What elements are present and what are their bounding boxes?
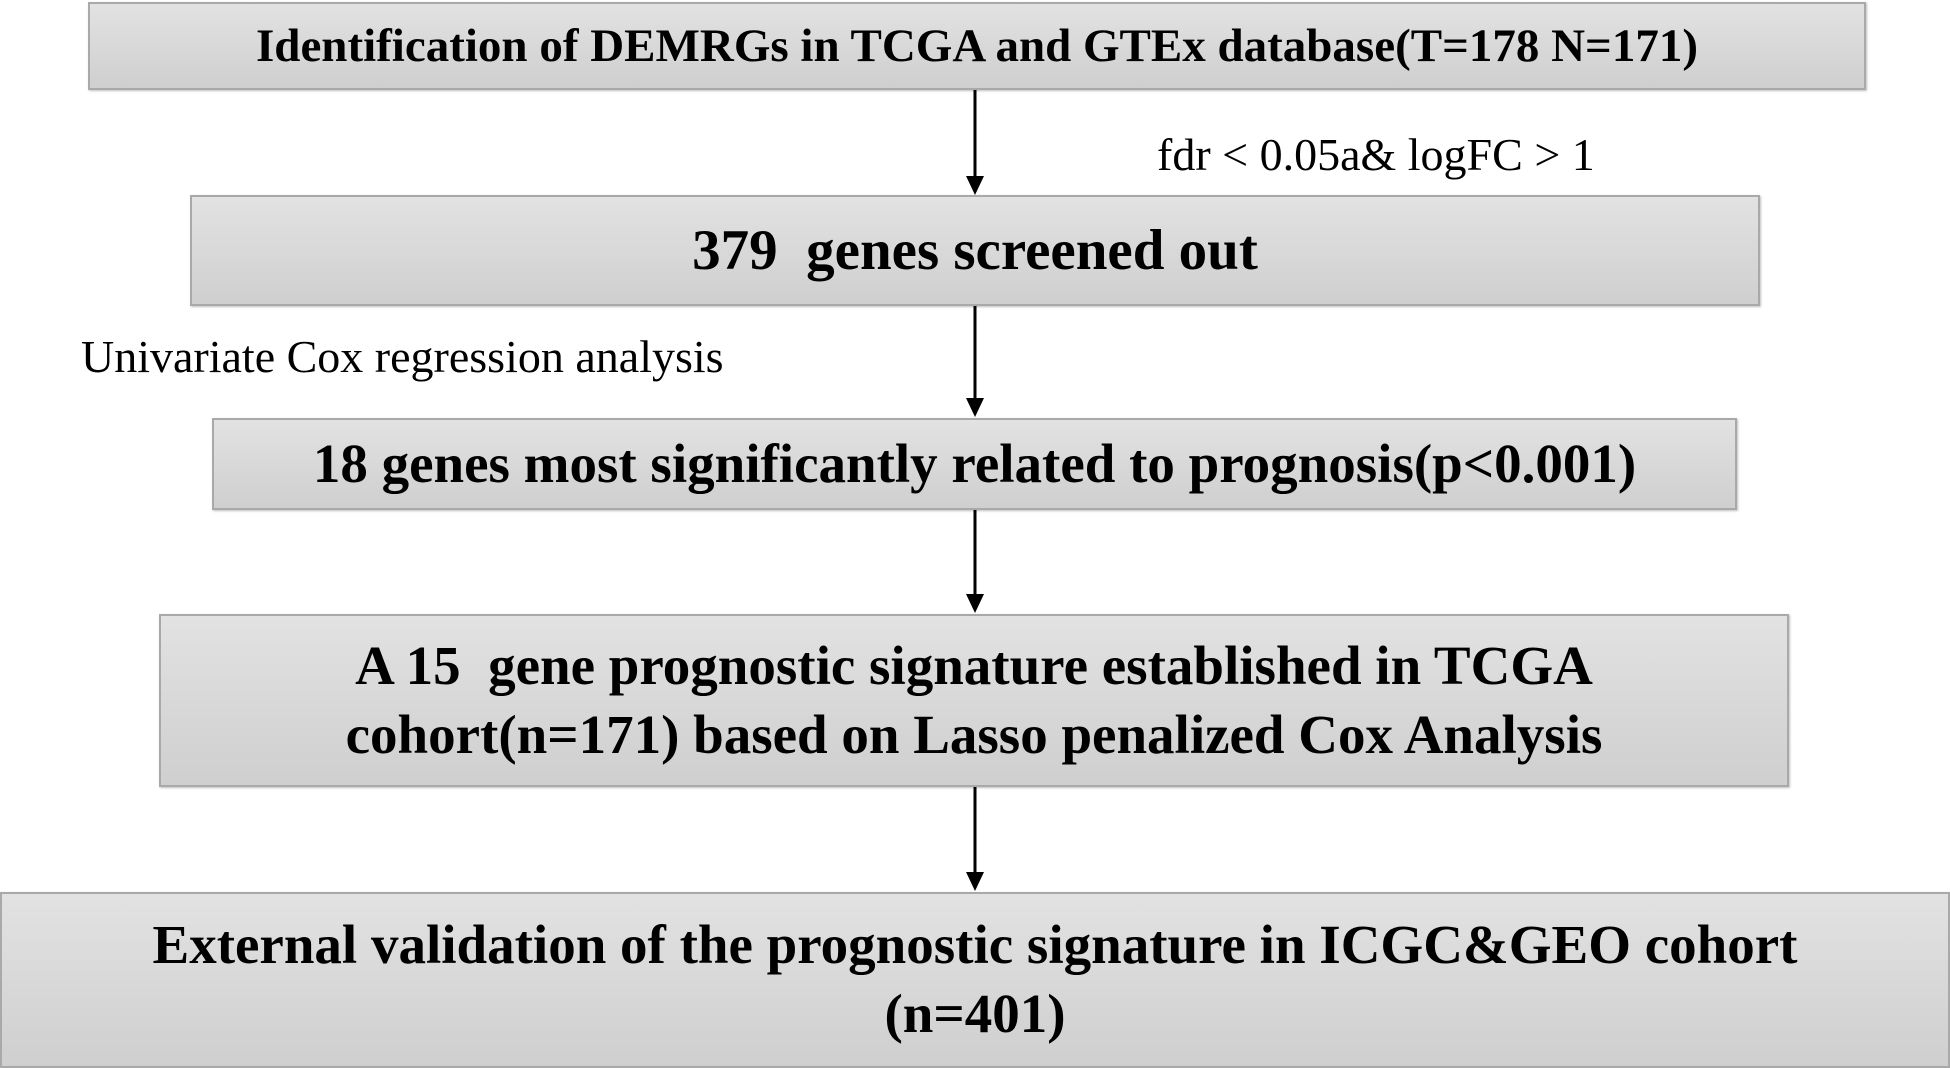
step-5-line-1: External validation of the prognostic si…: [152, 914, 1798, 976]
step-identification-box: Identification of DEMRGs in TCGA and GTE…: [88, 2, 1866, 90]
univariate-cox-label: Univariate Cox regression analysis: [81, 331, 724, 382]
step-genes-screened-box: 379 genes screened out: [190, 195, 1760, 306]
step-4-line-2: cohort(n=171) based on Lasso penalized C…: [345, 703, 1603, 765]
filter-criteria-label: fdr < 0.05a& logFC > 1: [1157, 129, 1595, 180]
arrowhead-4: [966, 872, 984, 891]
step-signature-box: A 15 gene prognostic signature establish…: [159, 614, 1789, 787]
arrowhead-2: [966, 398, 984, 417]
arrowhead-1: [966, 176, 984, 195]
arrowhead-3: [966, 594, 984, 613]
step-validation-box: External validation of the prognostic si…: [0, 892, 1950, 1068]
step-1-text: Identification of DEMRGs in TCGA and GTE…: [256, 19, 1698, 72]
step-3-text: 18 genes most significantly related to p…: [312, 432, 1637, 494]
step-prognosis-genes-box: 18 genes most significantly related to p…: [212, 418, 1737, 510]
step-4-line-1: A 15 gene prognostic signature establish…: [355, 634, 1593, 696]
step-5-line-2: (n=401): [884, 983, 1066, 1044]
step-2-text: 379 genes screened out: [692, 218, 1258, 282]
